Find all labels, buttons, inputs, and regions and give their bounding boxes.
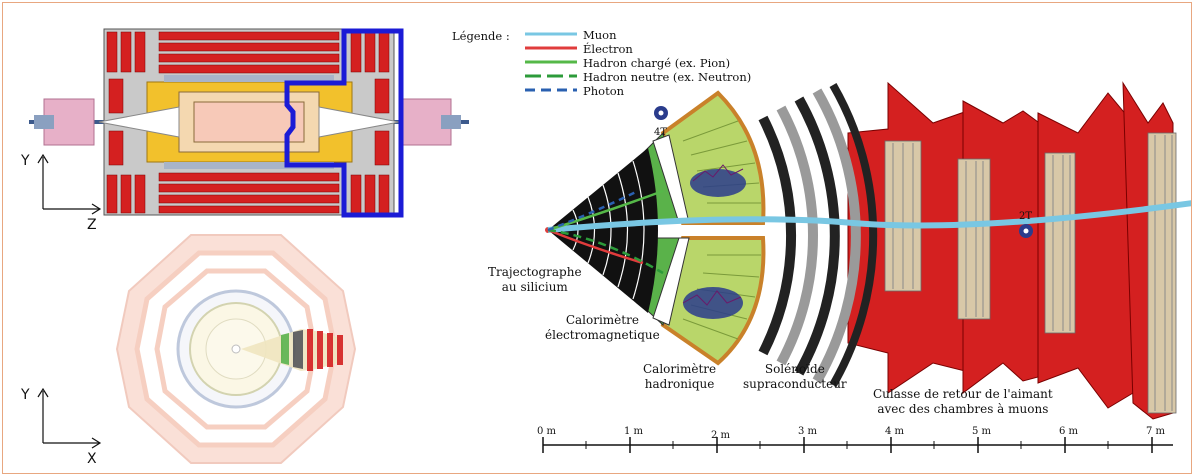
front-view-axes — [37, 387, 102, 449]
label-hcal: Calorimètre hadronique — [643, 362, 717, 391]
scale-tick-7: 7 m — [1146, 426, 1166, 437]
front-view-y-label: Y — [21, 387, 30, 403]
field-label-2t: 2T — [1019, 211, 1032, 222]
detector-slice: 4T 2T — [545, 81, 1191, 420]
scale-tick-4: 4 m — [885, 426, 905, 437]
scale-tick-3: 3 m — [798, 426, 818, 437]
legend-item-muon: Muon — [583, 28, 617, 42]
legend-item-charged-hadron: Hadron chargé (ex. Pion) — [583, 56, 731, 70]
side-view-diagram — [29, 28, 469, 218]
hadron-showers — [683, 169, 746, 319]
label-tracker: Trajectographe au silicium — [488, 265, 582, 294]
scale-tick-2: 2 m — [711, 430, 731, 441]
hcal — [660, 90, 766, 366]
side-view-z-label: Z — [87, 217, 97, 233]
scale-tick-5: 5 m — [972, 426, 992, 437]
legend-item-electron: Électron — [583, 42, 633, 56]
field-label-4t: 4T — [654, 127, 667, 138]
label-return-yoke: Culasse de retour de l'aimant avec des c… — [873, 387, 1053, 416]
solenoid-rings — [758, 83, 878, 387]
scale-tick-6: 6 m — [1059, 426, 1079, 437]
legend-swatches — [525, 32, 577, 92]
label-solenoid: Solénoïde supraconducteur — [743, 362, 847, 391]
scale-tick-1: 1 m — [624, 426, 644, 437]
front-view-diagram — [115, 234, 357, 464]
legend-item-photon: Photon — [583, 84, 625, 98]
label-ecal: Calorimètre électromagnetique — [545, 313, 660, 342]
legend-item-neutral-hadron: Hadron neutre (ex. Neutron) — [583, 70, 752, 84]
side-view-axes — [37, 153, 102, 215]
side-view-y-label: Y — [21, 153, 30, 169]
legend-title: Légende : — [452, 29, 510, 43]
particle-tracks — [547, 189, 1191, 275]
scale-tick-0: 0 m — [537, 426, 557, 437]
front-view-x-label: X — [87, 451, 97, 467]
tracker — [548, 148, 658, 313]
distance-scale: 0 m 1 m 2 m 3 m 4 m 5 m 6 m 7 m — [537, 426, 1173, 453]
